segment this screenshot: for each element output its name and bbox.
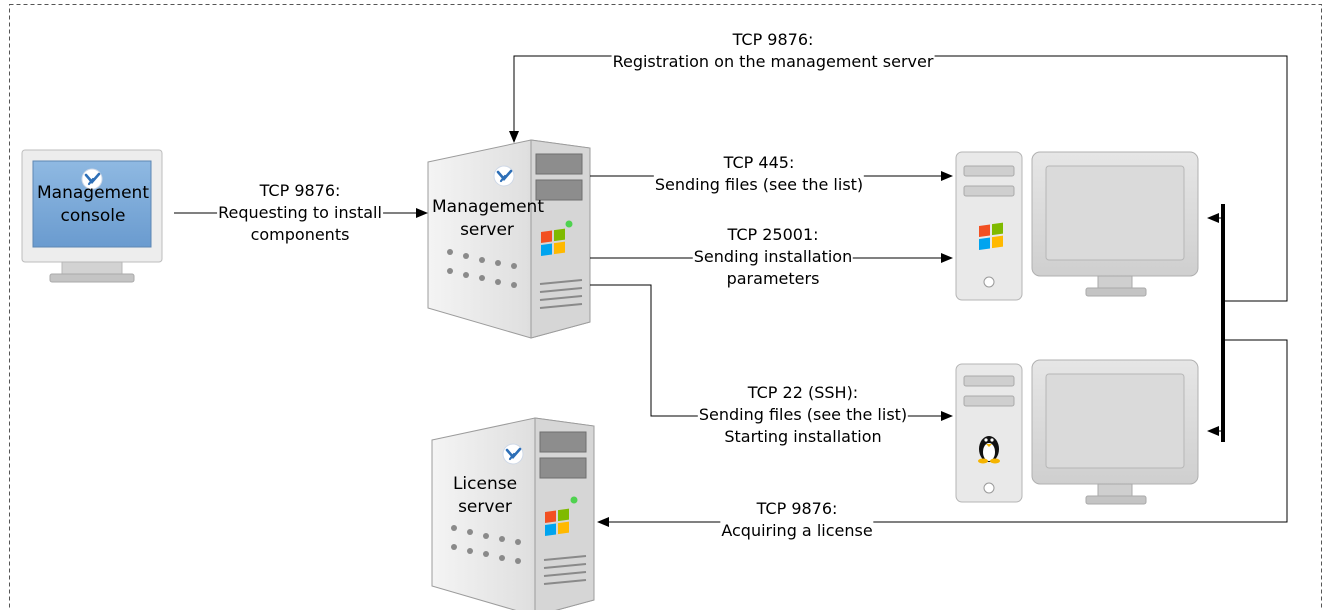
linux-machine — [955, 359, 1199, 505]
license-label: TCP 9876: Acquiring a license — [720, 498, 874, 542]
management-console-monitor — [21, 149, 163, 283]
acronis-logo-icon — [493, 165, 515, 187]
tcp25001-label: TCP 25001: Sending installation paramete… — [692, 224, 854, 290]
linux-tux-icon — [978, 436, 1000, 464]
install-request-label: TCP 9876: Requesting to install componen… — [217, 180, 383, 246]
registration-connector — [509, 55, 1288, 302]
acronis-logo-icon — [502, 443, 524, 465]
ssh-label: TCP 22 (SSH): Sending files (see the lis… — [697, 382, 909, 448]
registration-label: TCP 9876: Registration on the management… — [611, 29, 935, 73]
license-server-tower — [431, 417, 595, 610]
windows-flag-icon — [979, 222, 1003, 250]
tcp445-label: TCP 445: Sending files (see the list) — [653, 152, 865, 196]
windows-machine — [955, 151, 1199, 301]
management-server-label: Management server — [432, 197, 544, 240]
license-connector — [597, 339, 1288, 527]
license-server-label: License server — [452, 474, 518, 517]
windows-flag-icon — [545, 508, 569, 536]
dashed-frame — [9, 4, 1322, 610]
management-server-tower — [427, 139, 591, 339]
windows-flag-icon — [541, 228, 565, 256]
management-console-label: Management console — [37, 183, 149, 226]
acronis-logo-icon — [81, 168, 103, 190]
